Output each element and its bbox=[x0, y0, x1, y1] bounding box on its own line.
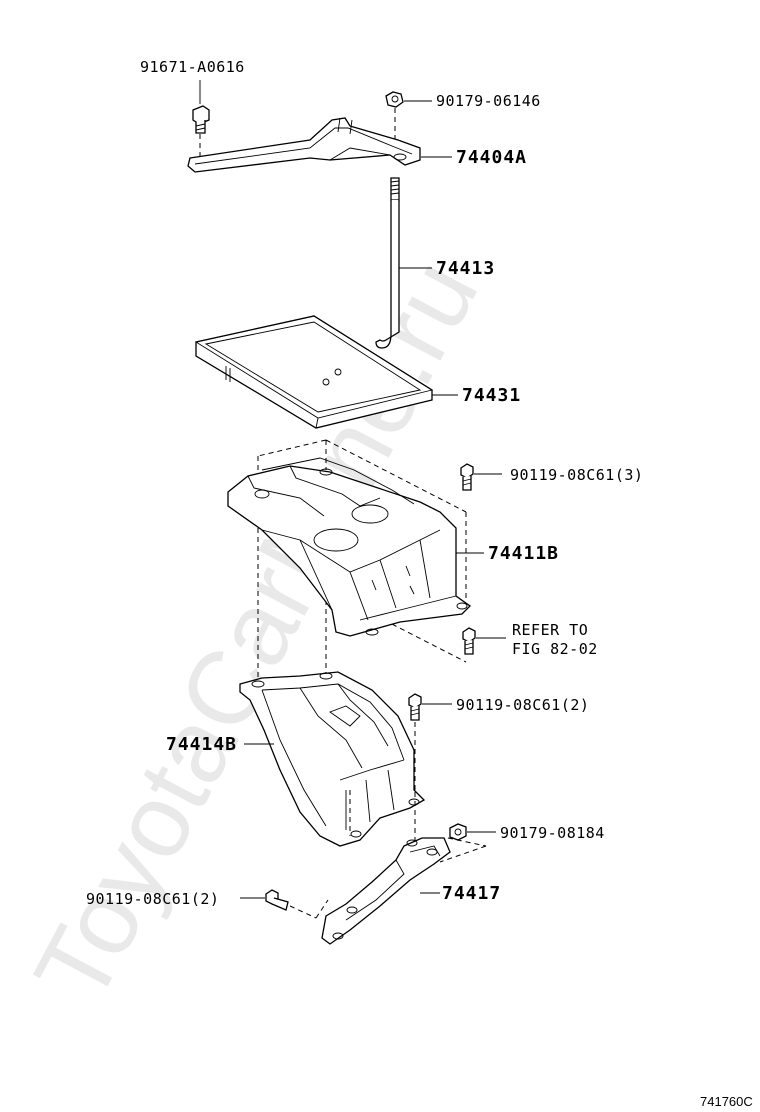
label-90119-08c61-2-lower: 90119-08C61(2) bbox=[86, 890, 219, 908]
clamp-74404a-shape bbox=[187, 117, 421, 173]
label-74417: 74417 bbox=[442, 883, 501, 904]
label-74431: 74431 bbox=[462, 385, 521, 406]
tray-74431-shape bbox=[194, 315, 434, 429]
bracket-74414b-shape bbox=[239, 671, 426, 847]
bolt-refer-icon bbox=[462, 627, 476, 655]
rod-74413-shape bbox=[375, 177, 400, 349]
label-fig-82-02: FIG 82-02 bbox=[512, 640, 598, 658]
bolt-90119-2-upper-icon bbox=[408, 693, 422, 721]
bolt-91671-icon bbox=[192, 105, 210, 134]
carrier-74411b-shape bbox=[227, 457, 472, 637]
label-74413: 74413 bbox=[436, 258, 495, 279]
label-90119-08c61-3: 90119-08C61(3) bbox=[510, 466, 643, 484]
label-90179-06146: 90179-06146 bbox=[436, 92, 541, 110]
nut-90179-06146-icon bbox=[385, 91, 404, 108]
bolt-90119-3-icon bbox=[460, 463, 474, 491]
nut-90179-08184-icon bbox=[449, 823, 467, 841]
diagram-code-label: 741760C bbox=[700, 1094, 753, 1109]
label-90119-08c61-2-upper: 90119-08C61(2) bbox=[456, 696, 589, 714]
label-90179-08184: 90179-08184 bbox=[500, 824, 605, 842]
label-74414b: 74414B bbox=[166, 734, 237, 755]
label-74404a: 74404A bbox=[456, 147, 527, 168]
label-74411b: 74411B bbox=[488, 543, 559, 564]
label-91671-a0616: 91671-A0616 bbox=[140, 58, 245, 76]
stay-74417-shape bbox=[321, 837, 451, 945]
label-refer-to: REFER TO bbox=[512, 621, 588, 639]
bolt-90119-2-lower-icon bbox=[265, 889, 289, 911]
